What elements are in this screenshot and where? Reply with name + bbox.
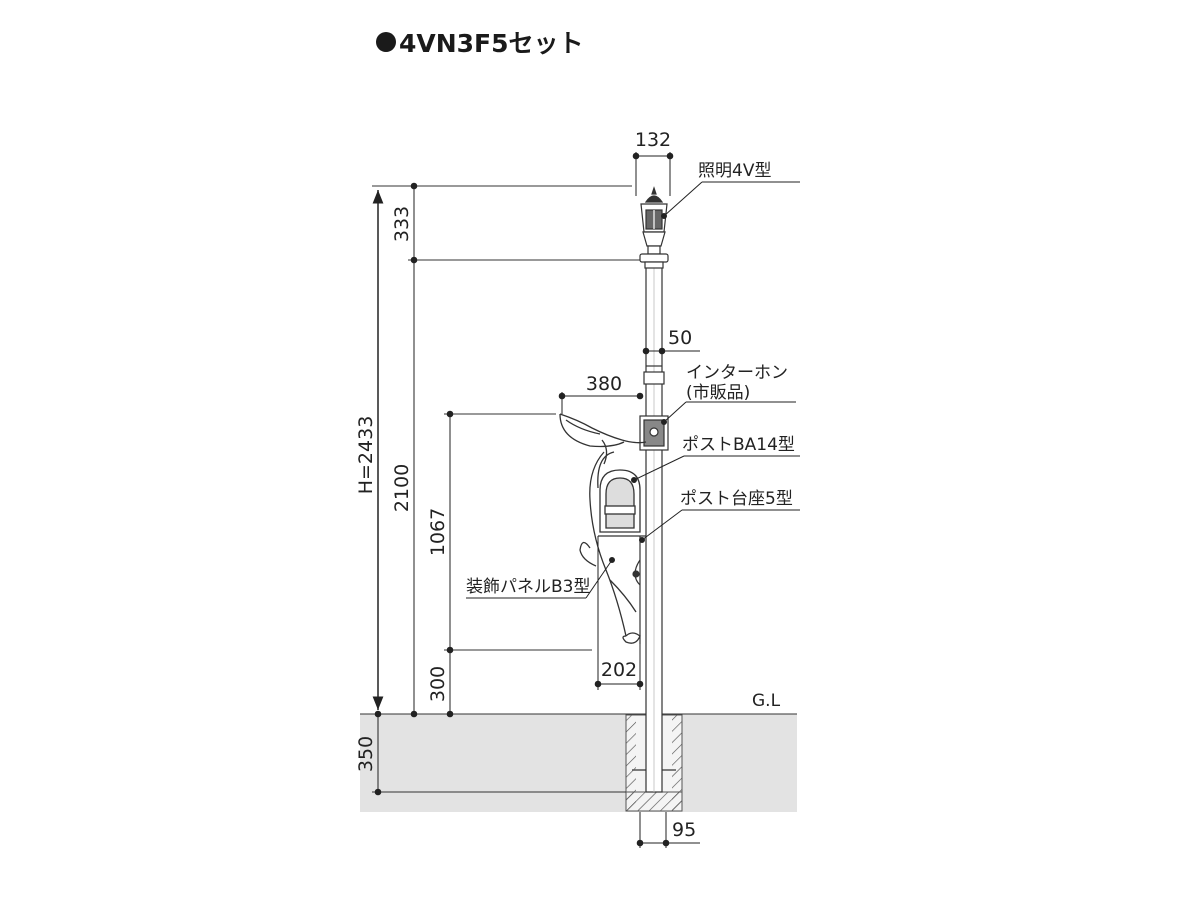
leader-lines	[466, 181, 800, 599]
mailbox	[599, 469, 641, 533]
lamp-label: 照明4V型	[698, 161, 771, 181]
dim-burial-depth-value: 350	[355, 736, 377, 772]
dim-base-height-value: 300	[427, 666, 449, 702]
mailbox-stand	[598, 535, 646, 644]
dim-panel-width-value: 202	[601, 659, 637, 681]
intercom-label: インターホン	[686, 363, 788, 383]
decorative-panel	[559, 413, 647, 644]
panel-label: 装飾パネルB3型	[466, 577, 590, 597]
dim-pole-column	[410, 182, 418, 718]
dim-lamp-height-value: 333	[391, 206, 413, 242]
dim-total-height-value: H=2433	[355, 416, 377, 495]
dim-top-width-value: 132	[635, 129, 671, 151]
diagram-title: 4VN3F5セット	[376, 24, 584, 60]
dim-top-width	[632, 152, 674, 196]
dim-panel-column	[446, 410, 454, 718]
dim-pole-width	[642, 347, 700, 355]
lamp-fixture	[639, 186, 669, 269]
ground-section: G.L	[360, 691, 797, 812]
dim-foot-width-value: 95	[672, 819, 696, 841]
intercom-sub-label: (市販品)	[686, 383, 750, 403]
dim-post-offset	[558, 392, 644, 414]
foundation	[625, 714, 683, 812]
dim-burial-depth	[374, 710, 382, 796]
ground-level-label: G.L	[752, 691, 781, 711]
dim-pole-width-value: 50	[668, 327, 692, 349]
soil-area	[360, 714, 797, 812]
mailbox-stand-label: ポスト台座5型	[680, 489, 793, 509]
dim-panel-width	[594, 536, 644, 690]
mailbox-label: ポストBA14型	[682, 435, 795, 455]
dim-foot-width	[636, 812, 700, 848]
dim-post-offset-value: 380	[586, 373, 622, 395]
pole	[643, 265, 665, 793]
bullet-dot-icon	[376, 32, 396, 52]
dim-panel-height-value: 1067	[427, 508, 449, 556]
title-text: 4VN3F5セット	[399, 29, 584, 58]
dim-pole-height-value: 2100	[391, 464, 413, 512]
